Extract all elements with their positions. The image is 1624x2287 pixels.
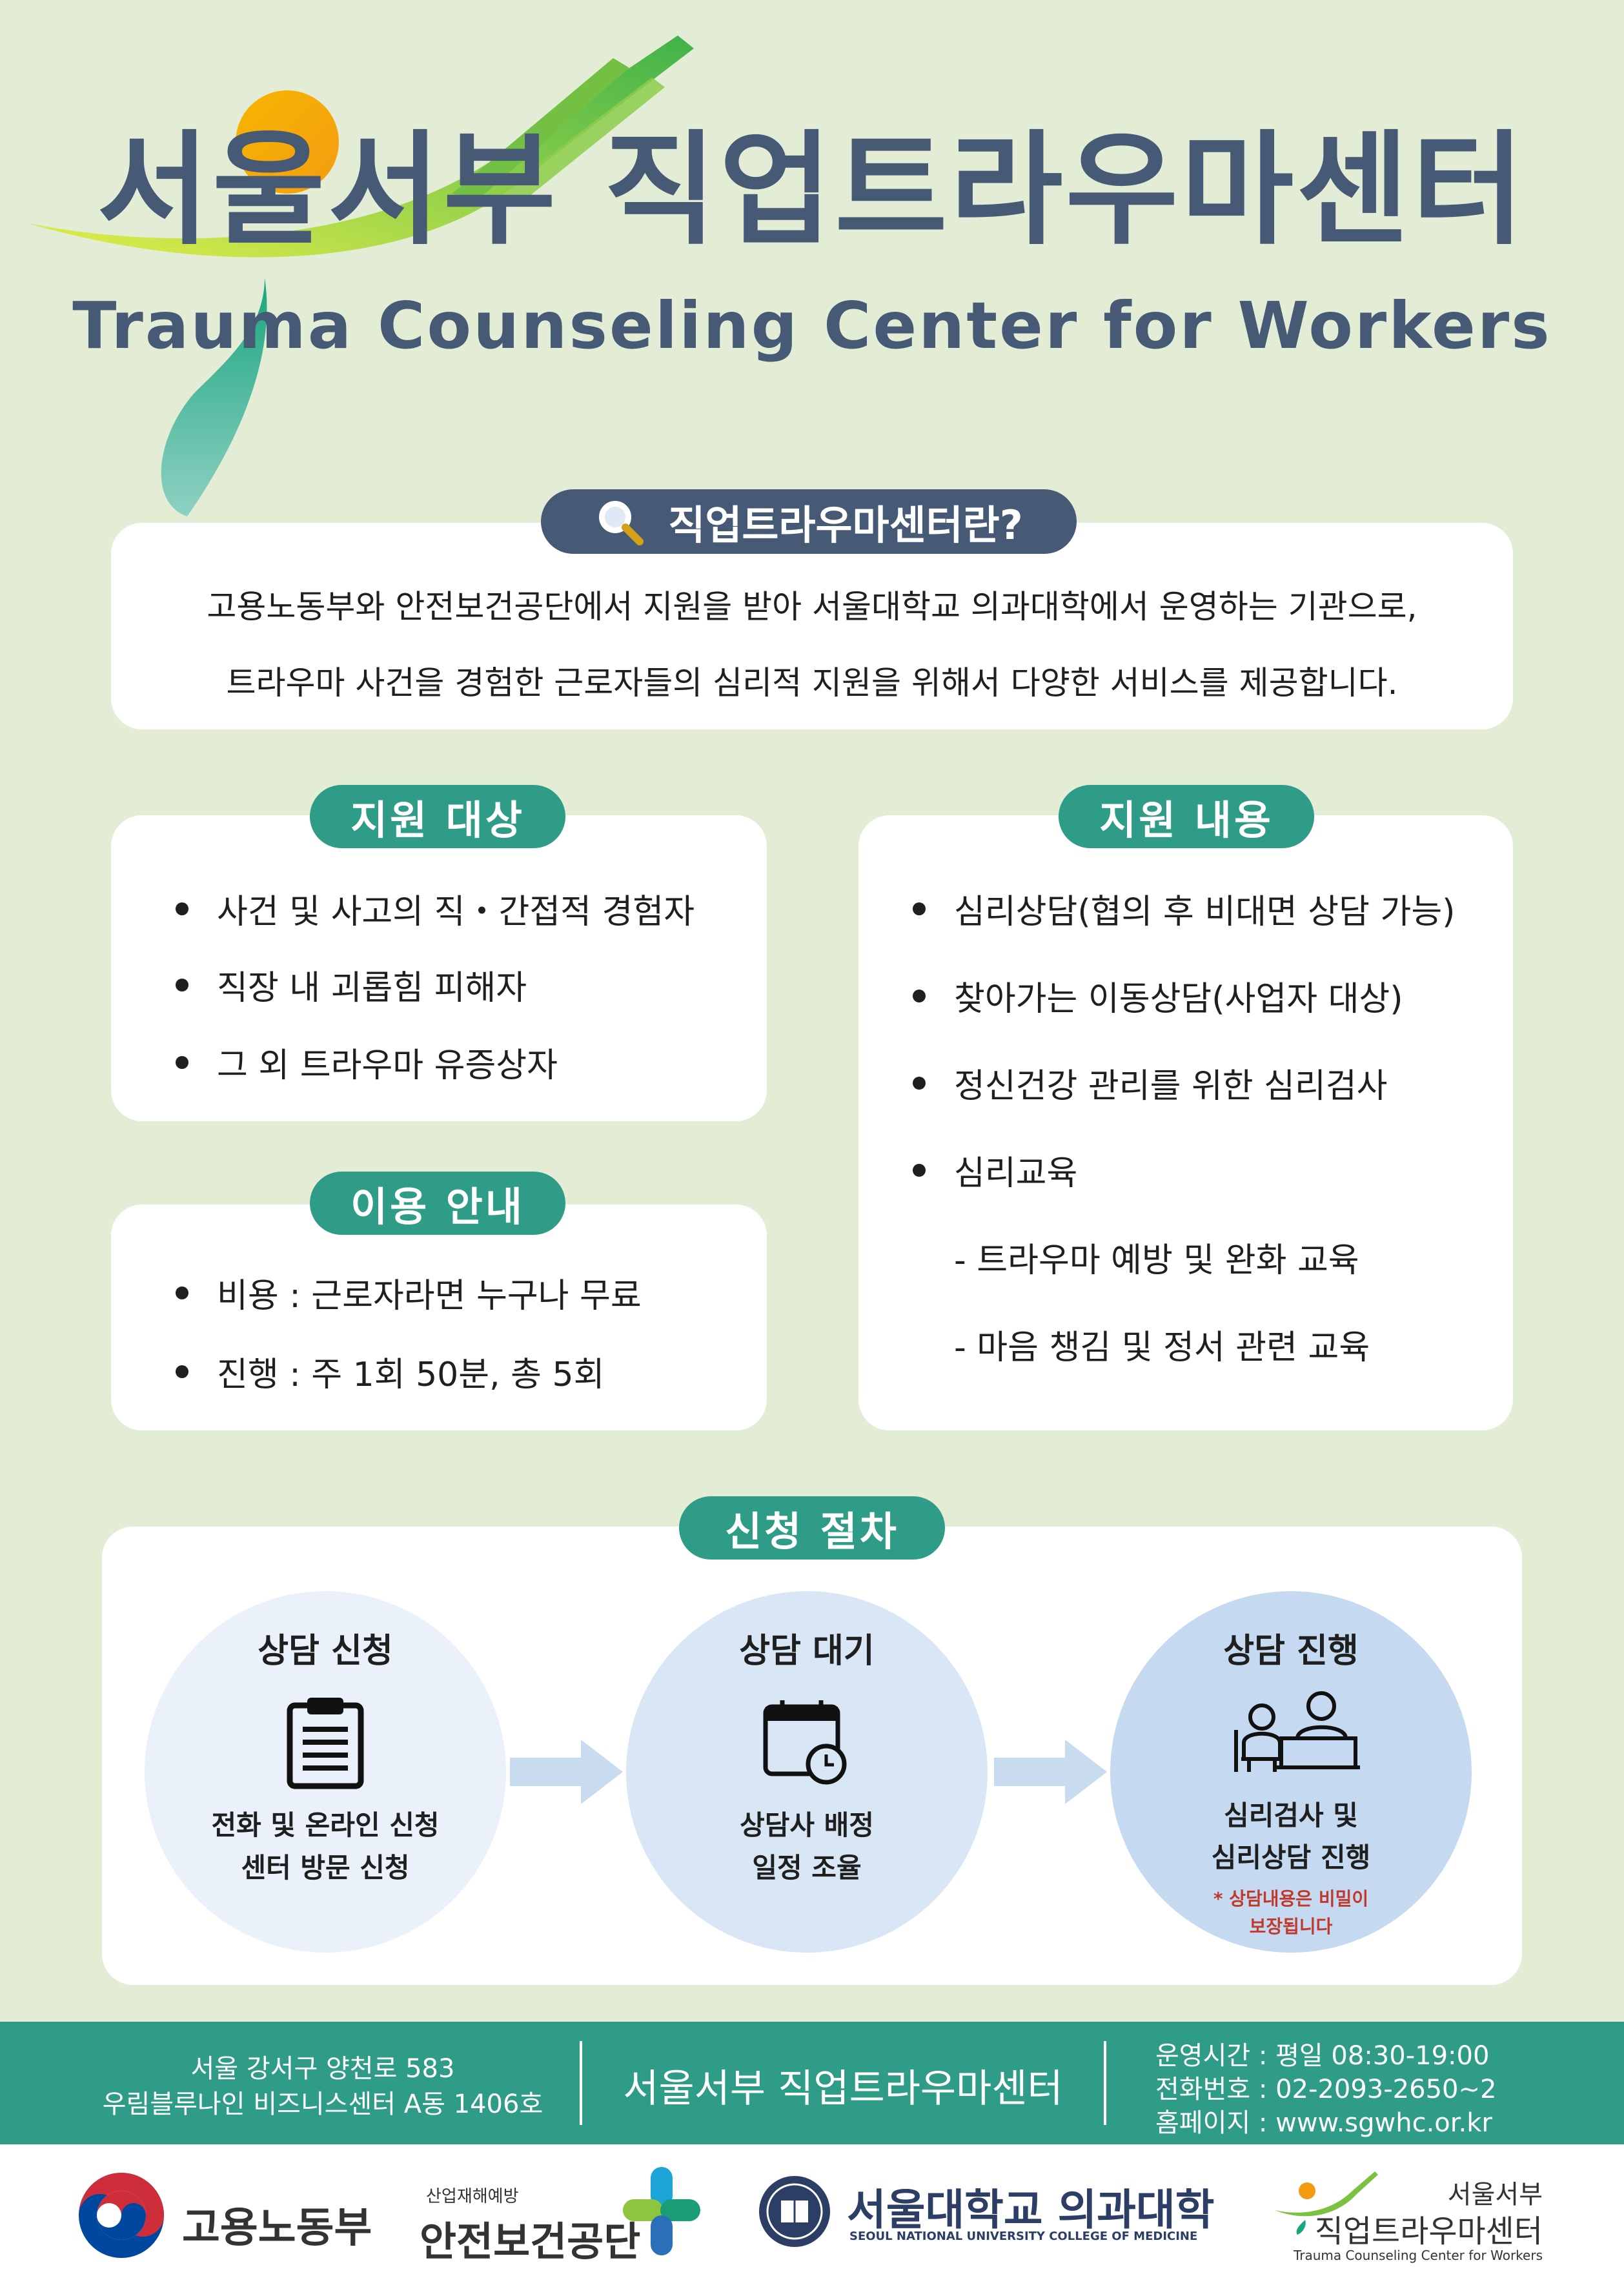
content-item: 찾아가는 이동상담(사업자 대상) xyxy=(913,971,1403,1020)
usage-item: 비용 : 근로자라면 누구나 무료 xyxy=(176,1268,642,1317)
address-line-1: 서울 강서구 양천로 583 xyxy=(190,2054,455,2084)
snu-emblem-icon xyxy=(759,2176,830,2247)
target-item: 직장 내 괴롭힘 피해자 xyxy=(176,961,527,1009)
snu-logo-english: SEOUL NATIONAL UNIVERSITY COLLEGE OF MED… xyxy=(849,2230,1198,2243)
process-step: 상담 신청 전화 및 온라인 신청 센터 방문 신청 xyxy=(145,1591,506,1953)
step-line: 일정 조율 xyxy=(752,1852,862,1884)
step-line: 심리검사 및 xyxy=(1224,1800,1358,1831)
counseling-icon xyxy=(1234,1691,1360,1772)
calendar-clock-icon xyxy=(763,1700,847,1785)
step-line: 상담사 배정 xyxy=(740,1809,874,1841)
operating-hours: 운영시간 : 평일 08:30-19:00 xyxy=(1155,2041,1490,2071)
arrow-right-icon xyxy=(510,1740,623,1804)
footer: 서울 강서구 양천로 583 우림블루나인 비즈니스센터 A동 1406호 서울… xyxy=(0,2022,1624,2144)
content-item: 심리상담(협의 후 비대면 상담 가능) xyxy=(913,884,1455,933)
target-title: 지원 대상 xyxy=(310,785,565,848)
arrow-right-icon xyxy=(994,1740,1107,1804)
center-logo-english: Trauma Counseling Center for Workers xyxy=(1293,2248,1543,2263)
magnifier-icon xyxy=(599,501,644,545)
about-card xyxy=(111,523,1513,729)
about-title-pill: 직업트라우마센터란? xyxy=(541,489,1077,554)
target-item: 사건 및 사고의 직・간접적 경험자 xyxy=(176,884,695,933)
target-item: 그 외 트라우마 유증상자 xyxy=(176,1038,558,1086)
kosha-cross-icon xyxy=(623,2167,700,2255)
usage-card xyxy=(111,1204,767,1430)
about-line-1: 고용노동부와 안전보건공단에서 지원을 받아 서울대학교 의과대학에서 운영하는… xyxy=(207,588,1417,625)
snu-logo-text: 서울대학교 의과대학 xyxy=(847,2185,1215,2235)
content-subitem: - 마음 챙김 및 정서 관련 교육 xyxy=(954,1328,1370,1367)
content-title: 지원 내용 xyxy=(1059,785,1314,848)
confidentiality-note: 보장됩니다 xyxy=(1249,1916,1333,1937)
kosha-logo-text: 안전보건공단 xyxy=(420,2218,641,2265)
step-title: 상담 신청 xyxy=(258,1632,393,1671)
usage-item: 진행 : 주 1회 50분, 총 5회 xyxy=(176,1347,604,1396)
step-line: 심리상담 진행 xyxy=(1211,1842,1371,1873)
page-title: 서울서부 직업트라우마센터 xyxy=(97,119,1527,261)
taegeuk-logo-icon xyxy=(79,2173,164,2258)
page-subtitle: Trauma Counseling Center for Workers xyxy=(72,288,1552,363)
process-step: 상담 진행 심리검사 및 심리상담 진행 * 상담내용은 비밀이 보장됩니다 xyxy=(1110,1591,1472,1953)
header-graphic xyxy=(26,36,694,516)
phone-number: 전화번호 : 02-2093-2650~2 xyxy=(1155,2075,1497,2104)
footer-center-name: 서울서부 직업트라우마센터 xyxy=(623,2066,1063,2111)
divider xyxy=(1104,2041,1106,2125)
step-line: 센터 방문 신청 xyxy=(241,1852,410,1884)
confidentiality-note: * 상담내용은 비밀이 xyxy=(1213,1888,1369,1909)
clipboard-icon xyxy=(287,1698,364,1789)
center-logo-main: 직업트라우마센터 xyxy=(1314,2213,1543,2250)
content-item: 심리교육 xyxy=(913,1146,1077,1194)
homepage-link[interactable]: 홈페이지 : www.sgwhc.or.kr xyxy=(1155,2108,1492,2138)
address-line-2: 우림블루나인 비즈니스센터 A동 1406호 xyxy=(102,2089,543,2119)
process-step: 상담 대기 상담사 배정 일정 조율 xyxy=(626,1591,988,1953)
moel-logo-text: 고용노동부 xyxy=(182,2204,372,2252)
step-line: 전화 및 온라인 신청 xyxy=(211,1809,440,1841)
divider xyxy=(580,2041,582,2125)
content-item: 정신건강 관리를 위한 심리검사 xyxy=(913,1059,1388,1107)
step-title: 상담 대기 xyxy=(739,1632,875,1671)
center-logo-icon xyxy=(1275,2171,1378,2235)
logos-bar: 고용노동부 산업재해예방 안전보건공단 서울대학교 의과대학 SEOUL NAT… xyxy=(0,2144,1624,2287)
kosha-small-text: 산업재해예방 xyxy=(426,2187,519,2206)
about-title: 직업트라우마센터란? xyxy=(668,502,1023,549)
process-title: 신청 절차 xyxy=(679,1496,945,1560)
about-line-2: 트라우마 사건을 경험한 근로자들의 심리적 지원을 위해서 다양한 서비스를 … xyxy=(226,664,1398,702)
step-title: 상담 진행 xyxy=(1223,1632,1359,1671)
center-logo-top: 서울서부 xyxy=(1447,2180,1543,2210)
content-subitem: - 트라우마 예방 및 완화 교육 xyxy=(954,1241,1359,1280)
usage-title: 이용 안내 xyxy=(310,1172,565,1235)
